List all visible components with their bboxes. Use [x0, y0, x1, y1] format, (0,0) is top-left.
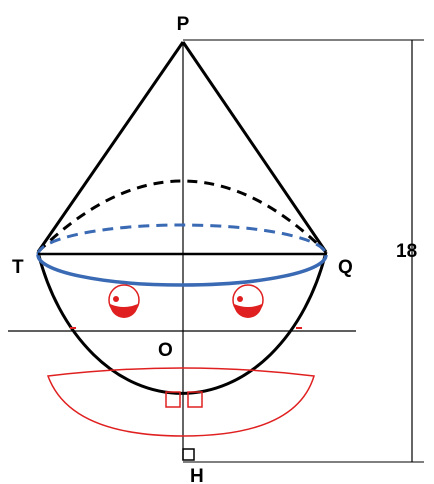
label-tangent-Q: Q	[338, 257, 353, 278]
tangent-circle-front	[36, 254, 328, 287]
height-value-label: 18	[396, 241, 417, 262]
right-angle-marker	[182, 448, 195, 461]
label-center-O: O	[158, 340, 173, 361]
right-tooth	[187, 391, 203, 408]
label-apex-P: P	[177, 14, 190, 35]
label-tangent-T: T	[12, 257, 24, 278]
label-bottom-H: H	[190, 466, 204, 484]
left-tooth	[165, 391, 181, 408]
cone-right-edge	[181, 41, 328, 253]
tangent-circle-back	[36, 223, 328, 256]
sphere-outline	[36, 251, 328, 395]
sphere-hidden-arc	[36, 179, 328, 254]
smile-mouth	[46, 367, 315, 437]
cone-left-edge	[36, 41, 185, 253]
left-eye	[108, 284, 140, 318]
right-eye	[232, 284, 264, 318]
